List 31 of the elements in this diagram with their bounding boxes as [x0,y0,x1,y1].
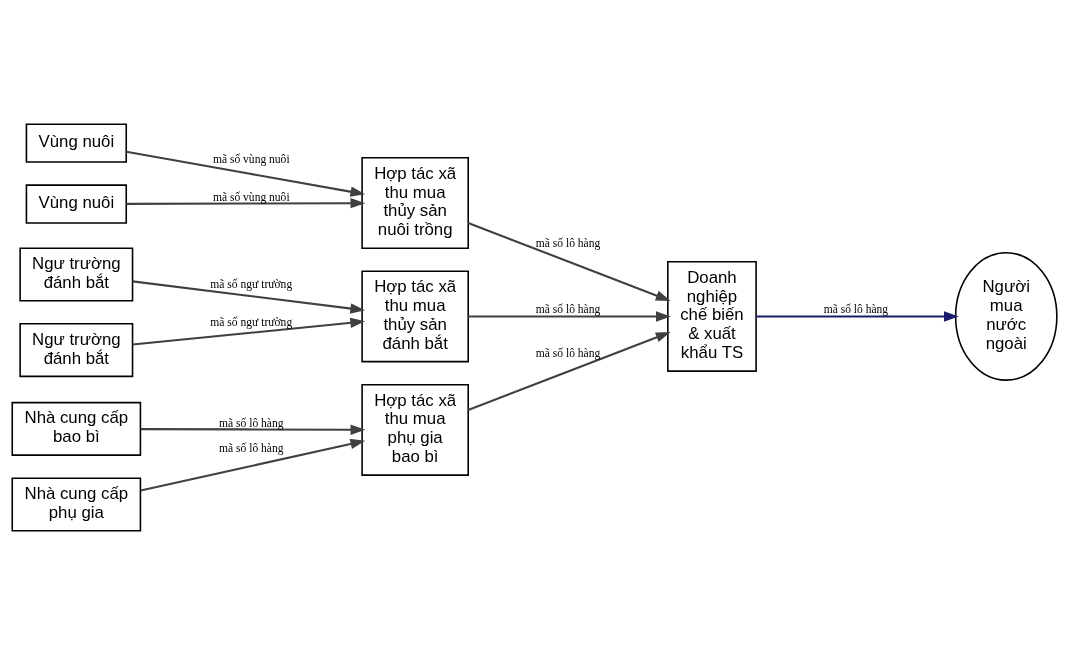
arrow [467,222,671,301]
node-box: Nhà cung cấp phụ gia [11,477,142,532]
node-box: Ngư trường đánh bắt [19,247,134,302]
edge-label: mã số lô hàng [535,303,601,316]
edge-label: mã số lô hàng [219,441,284,454]
edge-label: mã số lô hàng [535,236,601,249]
edge-label: mã số vùng nuôi [212,190,290,203]
arrow [140,424,366,435]
edge-label: mã số lô hàng [535,347,601,360]
edge-label: mã số vùng nuôi [212,152,290,165]
arrow [467,332,671,411]
arrow [140,438,366,492]
node-box: Hợp tác xã thu mua thủy sản đánh bắt [361,270,469,363]
node-box: Hợp tác xã thu mua phụ gia bao bì [361,383,469,476]
node-ellipse: Người mua nước ngoài [954,252,1058,381]
arrow [468,311,671,322]
arrow [126,198,366,209]
arrow [132,317,366,346]
edge-label: mã số ngư trường [210,277,293,290]
edge-label: mã số lô hàng [823,303,889,316]
node-box: Vùng nuôi [25,184,128,224]
node-box: Nhà cung cấp bao bì [11,401,142,456]
edge-label: mã số lô hàng [219,416,284,429]
node-box: Doanh nghiệp chế biến & xuất khẩu TS [667,261,757,372]
arrow [126,150,366,197]
arrow [132,280,366,314]
node-box: Vùng nuôi [25,123,128,163]
arrow [756,311,959,322]
edge-label: mã số ngư trường [210,315,293,328]
node-box: Ngư trường đánh bắt [19,323,134,378]
node-box: Hợp tác xã thu mua thủy sản nuôi trồng [361,157,469,249]
